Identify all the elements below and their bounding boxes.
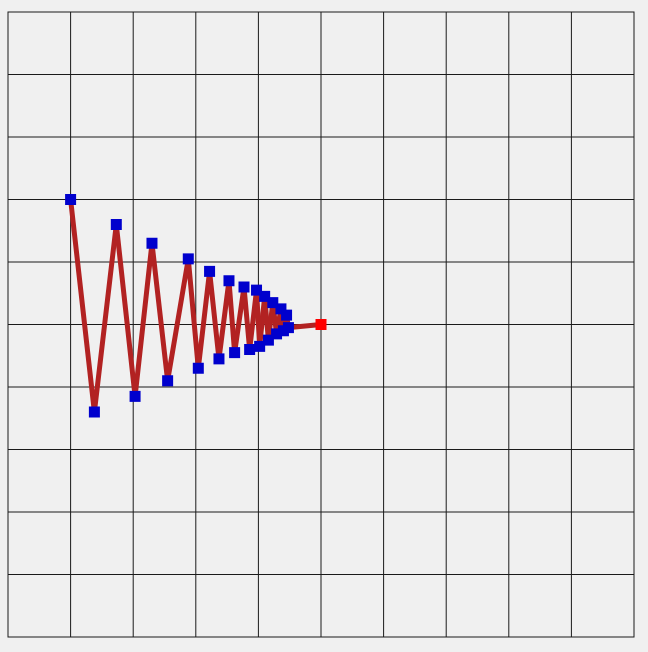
target-marker — [315, 319, 327, 330]
waypoint-marker — [229, 347, 241, 359]
waypoint-marker — [204, 265, 216, 277]
waypoint-marker — [146, 237, 158, 249]
waypoint-marker — [65, 194, 77, 205]
waypoint-marker — [110, 219, 122, 230]
trajectory-segment — [165, 256, 191, 384]
waypoint-marker — [129, 390, 141, 402]
waypoint-marker — [267, 297, 279, 309]
waypoint-marker — [259, 290, 271, 302]
waypoint-marker — [281, 309, 293, 321]
waypoint-marker-layer — [65, 194, 327, 418]
waypoint-marker — [162, 375, 174, 387]
waypoint-marker — [282, 322, 294, 334]
waypoint-marker — [244, 344, 256, 355]
trajectory-segment — [113, 222, 138, 399]
waypoint-marker — [271, 328, 283, 340]
waypoint-marker — [223, 275, 235, 287]
waypoint-marker — [275, 303, 287, 315]
waypoint-marker — [238, 281, 250, 293]
trajectory-segment — [132, 240, 155, 399]
waypoint-marker — [88, 406, 100, 418]
trajectory-path-layer — [68, 197, 324, 415]
trajectory-segment — [226, 278, 238, 356]
waypoint-marker — [182, 253, 194, 265]
trajectory-segment — [149, 240, 171, 384]
waypoint-marker — [251, 284, 263, 296]
trajectory-segment — [195, 268, 213, 371]
waypoint-marker — [262, 334, 274, 346]
trajectory-segment — [68, 197, 97, 415]
trajectory-segment — [216, 278, 232, 362]
trajectory-segment — [207, 268, 222, 362]
trajectory-segment — [185, 256, 201, 371]
waypoint-marker — [192, 362, 204, 374]
waypoint-marker — [254, 340, 266, 352]
trajectory-segment — [91, 222, 119, 415]
trajectory-segment — [232, 284, 247, 356]
waypoint-marker — [213, 353, 225, 365]
